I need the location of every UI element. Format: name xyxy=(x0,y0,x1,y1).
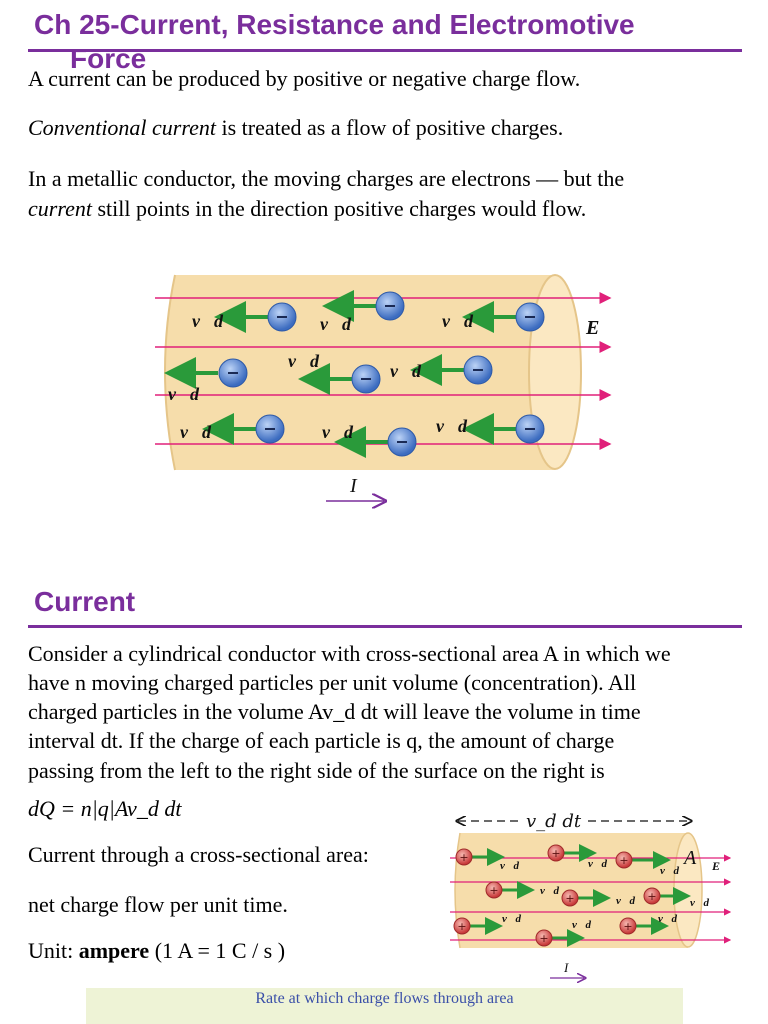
paragraph-metallic-line2: current still points in the direction po… xyxy=(28,194,586,224)
paragraph-line: Consider a cylindrical conductor with cr… xyxy=(28,641,671,666)
section-title-line2: Force xyxy=(70,43,147,74)
rate-caption: Rate at which charge flows through area xyxy=(255,990,514,1007)
paragraph-line: interval dt. If the charge of each parti… xyxy=(28,728,615,753)
paragraph-conventional-current: Conventional current is treated as a flo… xyxy=(28,113,563,143)
area-label: A xyxy=(682,847,697,869)
current-label: I xyxy=(563,960,569,975)
svg-text:+: + xyxy=(457,920,466,933)
electron xyxy=(515,414,545,444)
drift-labels: v⃗d v⃗d v⃗d v⃗d v⃗d v⃗d v⃗d v⃗d v⃗d xyxy=(168,311,474,442)
drift-label: v⃗d xyxy=(588,858,607,870)
metallic-text: still points in the direction positive c… xyxy=(91,196,587,221)
net-charge-flow: net charge flow per unit time. xyxy=(28,892,288,917)
section-title-line1: Ch 25-Current, Resistance and Electromot… xyxy=(34,9,635,40)
unit-prefix: Unit: xyxy=(28,938,79,963)
field-label: E⃗ xyxy=(585,317,615,339)
proton: + xyxy=(453,917,471,935)
drift-label: v⃗d xyxy=(436,416,468,436)
current-definition: Current through a cross-sectional area: xyxy=(28,842,369,867)
drift-label: v⃗d xyxy=(690,897,709,909)
paragraph-line: passing from the left to the right side … xyxy=(28,758,605,783)
length-label: v_d dt xyxy=(526,811,582,832)
proton: + xyxy=(619,917,637,935)
svg-text:+: + xyxy=(623,920,632,933)
current-term: current xyxy=(28,196,92,221)
paragraph-line: charged particles in the volume Av_d dt … xyxy=(28,699,641,724)
drift-label: v⃗d xyxy=(168,384,200,404)
proton: + xyxy=(485,881,503,899)
proton: + xyxy=(561,889,579,907)
unit-definition: (1 A = 1 C / s ) xyxy=(149,938,286,963)
svg-text:+: + xyxy=(647,890,656,903)
drift-label: v⃗d xyxy=(616,895,635,907)
paragraph-metallic-line1: In a metallic conductor, the moving char… xyxy=(28,166,625,191)
drift-label: v⃗d xyxy=(502,913,521,925)
proton: + xyxy=(455,848,473,866)
drift-label: v⃗d xyxy=(320,314,352,334)
drift-label: v⃗d xyxy=(390,361,422,381)
current-label: I xyxy=(349,475,358,497)
drift-arrows xyxy=(470,844,691,947)
svg-text:+: + xyxy=(551,847,560,860)
electron xyxy=(351,364,381,394)
drift-label: v⃗d xyxy=(500,860,519,872)
conventional-current-text: is treated as a flow of positive charges… xyxy=(216,115,564,140)
svg-text:+: + xyxy=(489,884,498,897)
proton: + xyxy=(643,887,661,905)
electron xyxy=(463,355,493,385)
drift-labels: v⃗d v⃗d v⃗d v⃗d v⃗d v⃗d v⃗d v⃗d v⃗d xyxy=(500,858,709,931)
drift-label: v⃗d xyxy=(658,913,677,925)
proton: + xyxy=(535,929,553,947)
electrons xyxy=(218,291,545,457)
paragraph-current-sources: A current can be produced by positive or… xyxy=(28,66,581,91)
proton: + xyxy=(615,851,633,869)
svg-text:+: + xyxy=(459,851,468,864)
unit-line: Unit: ampere (1 A = 1 C / s ) xyxy=(28,936,285,966)
current-underline xyxy=(28,625,742,628)
section-title-current: Current xyxy=(34,586,136,617)
conventional-current-term: Conventional current xyxy=(28,115,216,140)
electron xyxy=(218,358,248,388)
unit-ampere: ampere xyxy=(78,938,150,963)
conductor-positive-figure: v_d dt + + + + + + + + + v⃗d v⃗d v⃗d v⃗d xyxy=(450,811,732,986)
electron xyxy=(375,291,405,321)
definition-box: Rate at which charge flows through area xyxy=(86,988,683,1024)
drift-label: v⃗d xyxy=(572,919,591,931)
field-label: E⃗ xyxy=(711,859,729,873)
drift-label: v⃗d xyxy=(322,422,354,442)
svg-text:+: + xyxy=(539,932,548,945)
conductor-electron-figure: v⃗d v⃗d v⃗d v⃗d v⃗d v⃗d v⃗d v⃗d v⃗d E⃗ I xyxy=(155,274,615,520)
svg-text:+: + xyxy=(565,892,574,905)
drift-arrows xyxy=(164,290,516,458)
electron xyxy=(387,427,417,457)
drift-label: v⃗d xyxy=(442,311,474,331)
electron xyxy=(255,414,285,444)
paragraph-line: have n moving charged particles per unit… xyxy=(28,670,637,695)
svg-text:+: + xyxy=(619,854,628,867)
drift-label: v⃗d xyxy=(180,422,212,442)
drift-label: v⃗d xyxy=(192,311,224,331)
electron xyxy=(515,302,545,332)
title-underline xyxy=(28,49,742,52)
electron xyxy=(267,302,297,332)
drift-label: v⃗d xyxy=(288,351,320,371)
charge-equation: dQ = n|q|Av_d dt xyxy=(28,796,182,821)
drift-label: v⃗d xyxy=(540,885,559,897)
protons: + + + + + + + + + xyxy=(453,844,661,947)
drift-label: v⃗d xyxy=(660,865,679,877)
proton: + xyxy=(547,844,565,862)
